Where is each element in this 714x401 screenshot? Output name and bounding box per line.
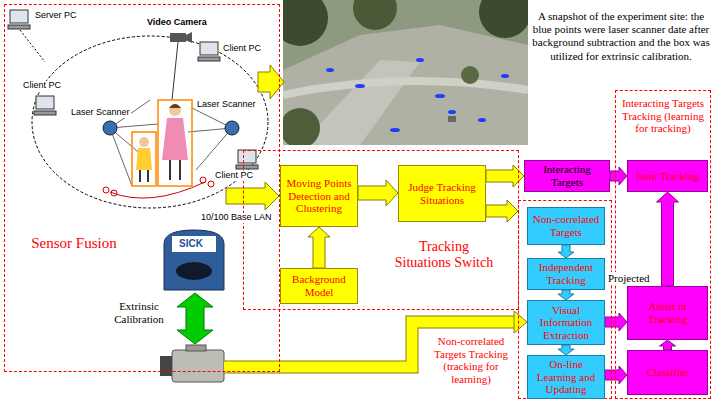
- process-box: Background Model: [280, 268, 358, 304]
- site-photo: [283, 0, 528, 145]
- block-arrow: [558, 345, 574, 355]
- box-label: Interacting Targets: [528, 163, 606, 188]
- block-arrow: [308, 227, 330, 268]
- part-label: Client PC: [222, 44, 262, 54]
- box-label: Assist in Tracking: [631, 300, 704, 325]
- block-arrow: [610, 167, 627, 185]
- process-box: Joint Tracking: [627, 160, 708, 192]
- region-title: Non-correlated Targets Tracking (trackin…: [427, 335, 515, 386]
- part-label: Server PC: [34, 11, 78, 21]
- process-box: Judge Tracking Situations: [398, 165, 486, 222]
- calibration-arrow: [177, 293, 213, 344]
- part-label: 10/100 Base LAN: [200, 213, 273, 223]
- block-arrow: [605, 313, 627, 331]
- box-label: On-line Learning and Updating: [531, 358, 601, 396]
- box-label: Joint Tracking: [636, 170, 699, 183]
- process-box: Classifier: [627, 350, 708, 395]
- dashed-region: Interacting Targets Tracking (learning f…: [615, 90, 711, 399]
- part-label: Laser Scanner: [196, 100, 257, 110]
- part-label: Client PC: [214, 171, 254, 181]
- process-box: On-line Learning and Updating: [527, 355, 605, 399]
- dashed-region: Tracking Situations Switch Moving Points …: [243, 150, 519, 310]
- region-title: Sensor Fusion: [19, 235, 129, 252]
- sick-laser-scanner: [164, 230, 224, 290]
- box-label: Moving Points Detection and Clustering: [284, 177, 354, 215]
- box-label: Independent Tracking: [531, 261, 601, 286]
- dashed-region: Non-correlated Targets Tracking (trackin…: [518, 200, 612, 399]
- block-arrow: [358, 180, 398, 206]
- block-arrow: [558, 290, 574, 300]
- block-arrow: [660, 340, 676, 350]
- part-label: Video Camera: [146, 18, 208, 28]
- region-title: Tracking Situations Switch: [394, 239, 494, 271]
- note-text: A snapshot of the experiment site: the b…: [530, 10, 712, 63]
- edge-label: Projected: [607, 272, 651, 284]
- box-label: Non-correlated Targets: [531, 213, 601, 238]
- note-text: Extrinsic Calibration: [104, 300, 174, 326]
- block-arrow: [558, 245, 574, 258]
- block-arrow: [605, 366, 627, 384]
- box-label: Judge Tracking Situations: [402, 181, 482, 206]
- flow-arrow: [258, 65, 284, 99]
- process-box: Independent Tracking: [527, 258, 605, 290]
- block-arrow: [486, 200, 518, 222]
- box-label: Background Model: [284, 273, 354, 298]
- process-box: Non-correlated Targets: [527, 207, 605, 245]
- flow-arrow: [226, 182, 279, 210]
- region-title: Interacting Targets Tracking (learning f…: [617, 97, 709, 135]
- process-box: Moving Points Detection and Clustering: [280, 165, 358, 227]
- network-illustration: [8, 10, 268, 208]
- part-label: Laser Scanner: [70, 108, 131, 118]
- part-label: Client PC: [22, 81, 62, 91]
- block-arrow: [657, 192, 679, 286]
- process-box: Visual Information Extraction: [527, 300, 605, 345]
- camera-arrow-head: [514, 311, 527, 333]
- logo-text: SICK: [178, 238, 204, 249]
- box-label: Classifier: [646, 366, 688, 379]
- process-box: Interacting Targets: [524, 160, 610, 192]
- video-camera-icon: [160, 345, 224, 382]
- process-box: Assist in Tracking: [627, 286, 708, 340]
- box-label: Visual Information Extraction: [531, 304, 601, 342]
